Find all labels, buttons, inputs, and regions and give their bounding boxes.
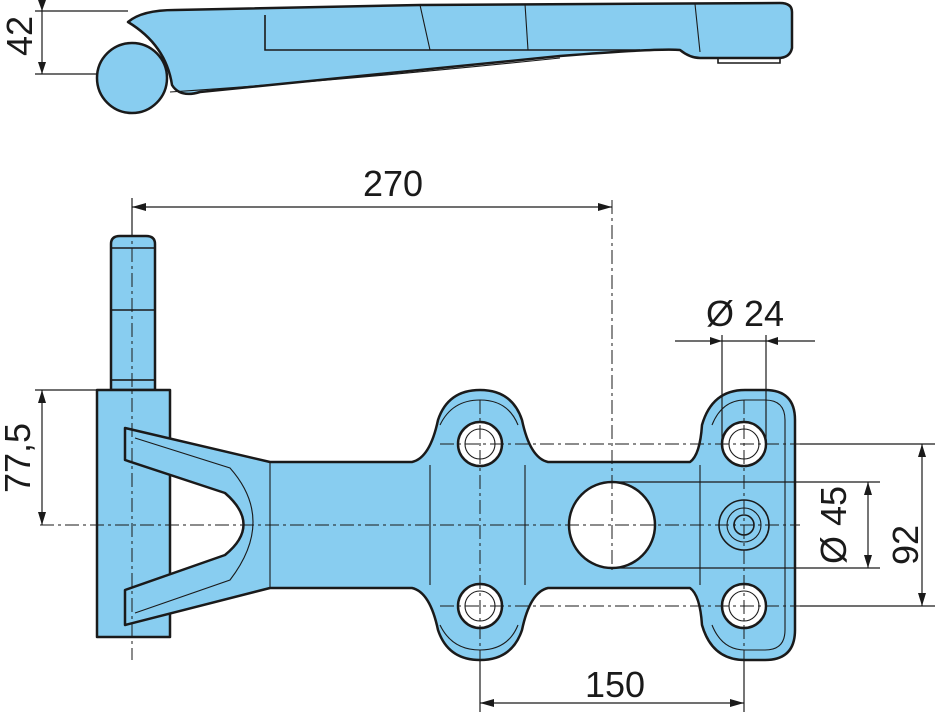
dim-24-arrow	[766, 337, 778, 345]
dim-24-arrow	[710, 337, 722, 345]
dim-92-arrow	[918, 444, 926, 457]
dim-77-label: 77,5	[0, 423, 38, 493]
plate-fork-edge	[134, 437, 254, 614]
dim-24-label: Ø 24	[706, 293, 784, 334]
dim-92-label: 92	[885, 525, 926, 565]
dim-270-arrow	[132, 203, 146, 211]
dim-270-label: 270	[363, 163, 423, 204]
plan-view: 270 Ø 24 77,5 Ø 45 92 150	[0, 163, 935, 712]
dim-150-arrow	[730, 699, 744, 707]
side-view-edge-steps	[419, 3, 701, 53]
side-view: 42	[0, 0, 794, 115]
dim-45-arrow	[864, 482, 872, 495]
dim-150-label: 150	[585, 664, 645, 705]
hinge-pin	[109, 234, 157, 392]
side-view-edge-inner	[264, 15, 640, 51]
dim-270-arrow	[598, 203, 612, 211]
dim-42-arrow	[38, 0, 46, 11]
dim-45-label: Ø 45	[813, 486, 854, 564]
side-view-pin-roll	[95, 41, 169, 115]
dim-92-arrow	[918, 593, 926, 606]
side-view-arm	[126, 1, 794, 96]
side-view-edge-lower	[169, 57, 561, 93]
dim-42-arrow	[38, 62, 46, 74]
dim-150-arrow	[480, 699, 494, 707]
dim-77-arrow	[38, 512, 46, 525]
side-view-foot	[717, 58, 781, 64]
dim-42-label: 42	[0, 16, 40, 56]
dim-45-arrow	[864, 555, 872, 568]
dim-77-arrow	[38, 390, 46, 403]
